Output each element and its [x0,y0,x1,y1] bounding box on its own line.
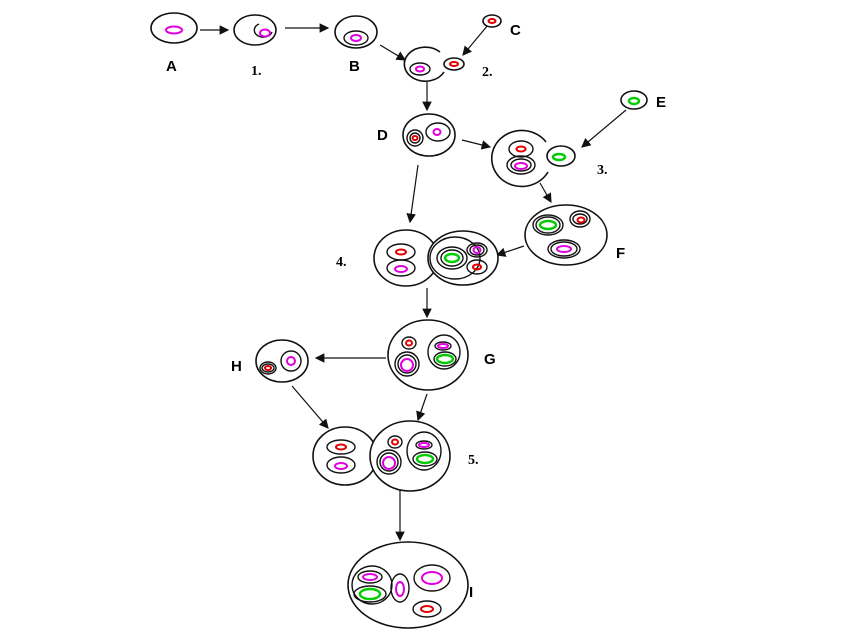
cell-b [335,16,377,48]
label-c: C [510,22,521,39]
cell-i [348,542,468,628]
arrow-3-to-f [540,183,551,202]
cell-e [621,91,647,109]
label-h: H [231,358,242,375]
cell-step-2 [404,47,464,81]
arrow-g-to-5 [418,394,427,420]
step-3-label: 3. [597,163,608,178]
label-e: E [656,94,666,111]
label-f: F [616,245,625,262]
cell-a [151,13,197,43]
arrow-f-to-4 [497,246,524,255]
step-5-label: 5. [468,453,479,468]
arrow-d-to-4 [410,165,418,222]
label-a: A [166,58,177,75]
step-4-label: 4. [336,255,347,270]
label-b: B [349,58,360,75]
arrow-c-to-2 [463,25,488,55]
cell-step-3 [492,130,575,186]
label-g: G [484,351,496,368]
cell-f [525,205,607,265]
cell-h [256,340,308,382]
arrow-d-to-3 [462,140,490,147]
step-2-label: 2. [482,65,493,80]
cell-g [388,320,468,390]
cell-d [403,114,455,156]
cell-step-1 [234,15,276,45]
arrow-e-to-3 [582,110,626,147]
arrow-h-to-5 [292,386,328,428]
label-i: I [469,584,473,601]
cell-step-5 [313,421,450,491]
step-1-label: 1. [251,64,262,79]
cell-step-4 [374,230,498,286]
arrow-b-to-2 [380,45,405,60]
cell-c [483,15,501,27]
label-d: D [377,127,388,144]
